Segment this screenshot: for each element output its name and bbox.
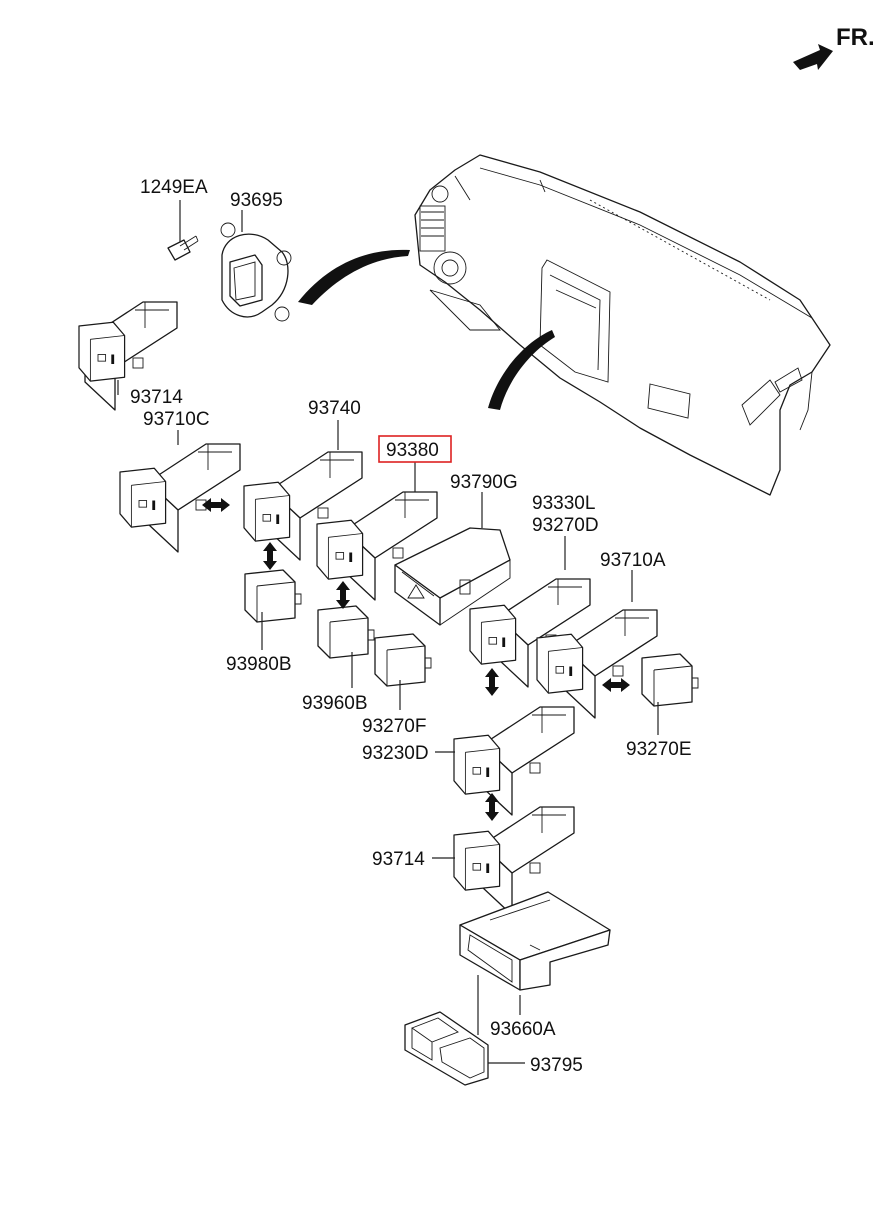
part-label-93270D: 93270D: [532, 515, 599, 536]
highlight-box: [378, 435, 452, 463]
callout-swoosh-upper: [298, 249, 410, 305]
part-label-93695: 93695: [230, 190, 283, 211]
blank-cap-93270E: [641, 653, 699, 707]
ignition-ring-93695: [220, 222, 292, 322]
part-label-93660A: 93660A: [490, 1019, 556, 1040]
interchange-arrow-icon: [602, 678, 630, 692]
hazard-switch-93790G: [394, 527, 511, 626]
holder-93795: [404, 1011, 489, 1086]
bolt-1249EA: [167, 235, 199, 261]
bracket-93660A: [459, 891, 611, 991]
leader-lines: [117, 200, 659, 1064]
blank-cap-93270F: [374, 633, 432, 687]
callout-swoosh-lower: [488, 330, 555, 410]
interchange-arrow-icon: [336, 581, 350, 609]
part-label-93710A: 93710A: [600, 550, 666, 571]
part-label-93710C: 93710C: [143, 409, 210, 430]
front-direction-indicator: FR.: [793, 24, 875, 70]
part-labels: 1249EA 93695 93714 93710C 93740 93380 93…: [130, 177, 692, 1076]
part-label-93270E: 93270E: [626, 739, 692, 760]
front-direction-label: FR.: [836, 24, 875, 51]
switch-93230D: [453, 706, 575, 816]
blank-cap-93960B: [317, 605, 375, 659]
interchange-arrow-icon: [263, 542, 277, 570]
front-arrow-icon: [793, 44, 833, 70]
part-label-93980B: 93980B: [226, 654, 292, 675]
dashboard-assembly: [414, 154, 831, 496]
part-label-93714: 93714: [130, 387, 183, 408]
part-label-93960B: 93960B: [302, 693, 368, 714]
part-label-93330L: 93330L: [532, 493, 595, 514]
part-label-93790G: 93790G: [450, 472, 518, 493]
part-label-1249EA: 1249EA: [140, 177, 208, 198]
part-label-93270F: 93270F: [362, 716, 426, 737]
part-label-93230D: 93230D: [362, 743, 429, 764]
switch-93710C: [119, 443, 241, 553]
part-label-93380: 93380: [386, 440, 439, 461]
part-label-93795: 93795: [530, 1055, 583, 1076]
part-label-93714: 93714: [372, 849, 425, 870]
interchange-arrow-icon: [485, 668, 499, 696]
part-label-93740: 93740: [308, 398, 361, 419]
blank-cap-93980B: [244, 569, 302, 623]
